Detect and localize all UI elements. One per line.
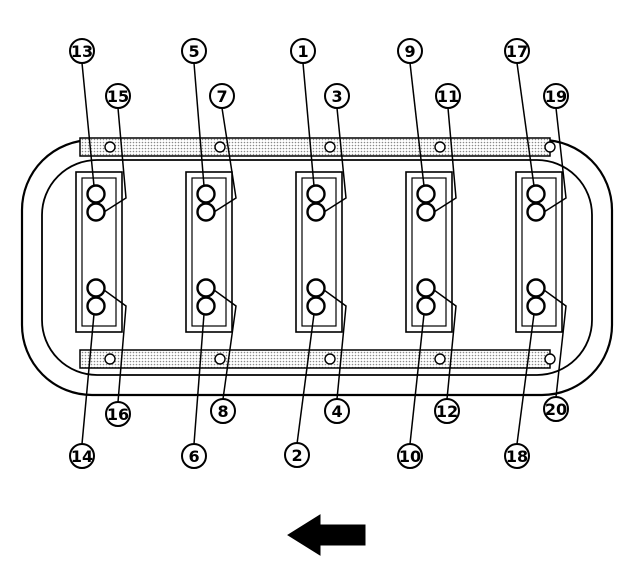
leader-line: [213, 107, 237, 213]
cylinder-block: [405, 171, 453, 333]
callout-label: 10: [399, 447, 421, 466]
callout-label: 11: [437, 87, 459, 106]
callout-label: 4: [331, 402, 342, 421]
callout-label: 14: [71, 447, 93, 466]
rail-notch: [324, 141, 336, 153]
gasket-outline: [20, 137, 614, 397]
bolt-hole: [86, 202, 106, 222]
callouts-lower-row: 16 8 4 12 20: [105, 396, 569, 427]
leader-line: [516, 62, 535, 187]
leader-line: [103, 289, 127, 403]
cylinder-blocks: [75, 141, 563, 365]
bolt-hole: [196, 278, 216, 298]
rail-notch: [434, 141, 446, 153]
cylinder-block: [185, 171, 233, 333]
cylinder-block-inner: [81, 177, 117, 327]
bolt-hole: [196, 296, 216, 316]
leader-line: [213, 289, 237, 400]
callout-label: 6: [188, 447, 199, 466]
leader-line: [323, 107, 347, 213]
cylinder-block-inner: [521, 177, 557, 327]
leader-line: [409, 62, 425, 187]
top-rail: [79, 137, 551, 157]
callout-label: 9: [404, 42, 415, 61]
leader-line: [323, 289, 347, 400]
bolt-hole: [306, 296, 326, 316]
rail-notch: [434, 353, 446, 365]
callout-label: 19: [545, 87, 567, 106]
bolt-hole: [416, 202, 436, 222]
cylinder-block-inner: [191, 177, 227, 327]
bolt-hole: [526, 296, 546, 316]
callout-label: 12: [436, 402, 458, 421]
bolt-hole: [306, 184, 326, 204]
leader-line: [193, 62, 205, 187]
rail-notch: [214, 353, 226, 365]
callout-label: 20: [545, 400, 567, 419]
leader-line: [193, 313, 205, 445]
cylinder-block: [295, 171, 343, 333]
callout-label: 2: [291, 446, 302, 465]
callout-label: 18: [506, 447, 528, 466]
leader-line: [409, 313, 425, 445]
bolt-hole: [416, 184, 436, 204]
cylinder-block-inner: [411, 177, 447, 327]
callout-label: 7: [216, 87, 227, 106]
callout-label: 1: [297, 42, 308, 61]
leader-line: [81, 62, 95, 187]
rail-notch: [214, 141, 226, 153]
callout-label: 8: [217, 402, 228, 421]
leader-line: [433, 107, 457, 213]
leader-line: [81, 313, 95, 445]
arrow-left-icon: [287, 514, 366, 556]
rail-notch: [544, 353, 556, 365]
cylinder-block-inner: [301, 177, 337, 327]
bolt-hole: [196, 202, 216, 222]
rail-notch: [324, 353, 336, 365]
rail-notch: [104, 141, 116, 153]
leader-line: [296, 313, 315, 445]
bolt-hole: [86, 296, 106, 316]
bolt-hole: [416, 278, 436, 298]
bottom-rail: [79, 349, 551, 369]
bolt-hole: [526, 278, 546, 298]
bolt-hole: [306, 202, 326, 222]
leader-line: [516, 313, 535, 445]
bolt-hole: [416, 296, 436, 316]
rail-notch: [104, 353, 116, 365]
leader-line: [543, 107, 567, 213]
rail-notch: [544, 141, 556, 153]
bolt-hole: [86, 184, 106, 204]
cylinder-block: [75, 171, 123, 333]
callout-label: 13: [71, 42, 93, 61]
callout-label: 5: [188, 42, 199, 61]
leader-line: [543, 289, 567, 398]
callouts-upper-row: 15 7 3 11 19: [105, 83, 569, 109]
bolt-hole: [86, 278, 106, 298]
callout-label: 17: [506, 42, 528, 61]
callout-label: 16: [107, 405, 129, 424]
callouts-top-row: 13 5 1 9 17: [69, 38, 530, 64]
callout-label: 15: [107, 87, 129, 106]
bolt-hole: [306, 278, 326, 298]
callouts-bottom-row: 14 6 2 10 18: [69, 442, 530, 469]
bolt-hole: [196, 184, 216, 204]
callout-label: 3: [331, 87, 342, 106]
leader-line: [103, 107, 127, 213]
bolt-hole: [526, 202, 546, 222]
cylinder-block: [515, 171, 563, 333]
leader-line: [302, 62, 315, 187]
gasket-inner-edge: [41, 159, 593, 376]
bolt-hole: [526, 184, 546, 204]
leader-line: [433, 289, 457, 400]
leader-lines: [81, 62, 567, 445]
